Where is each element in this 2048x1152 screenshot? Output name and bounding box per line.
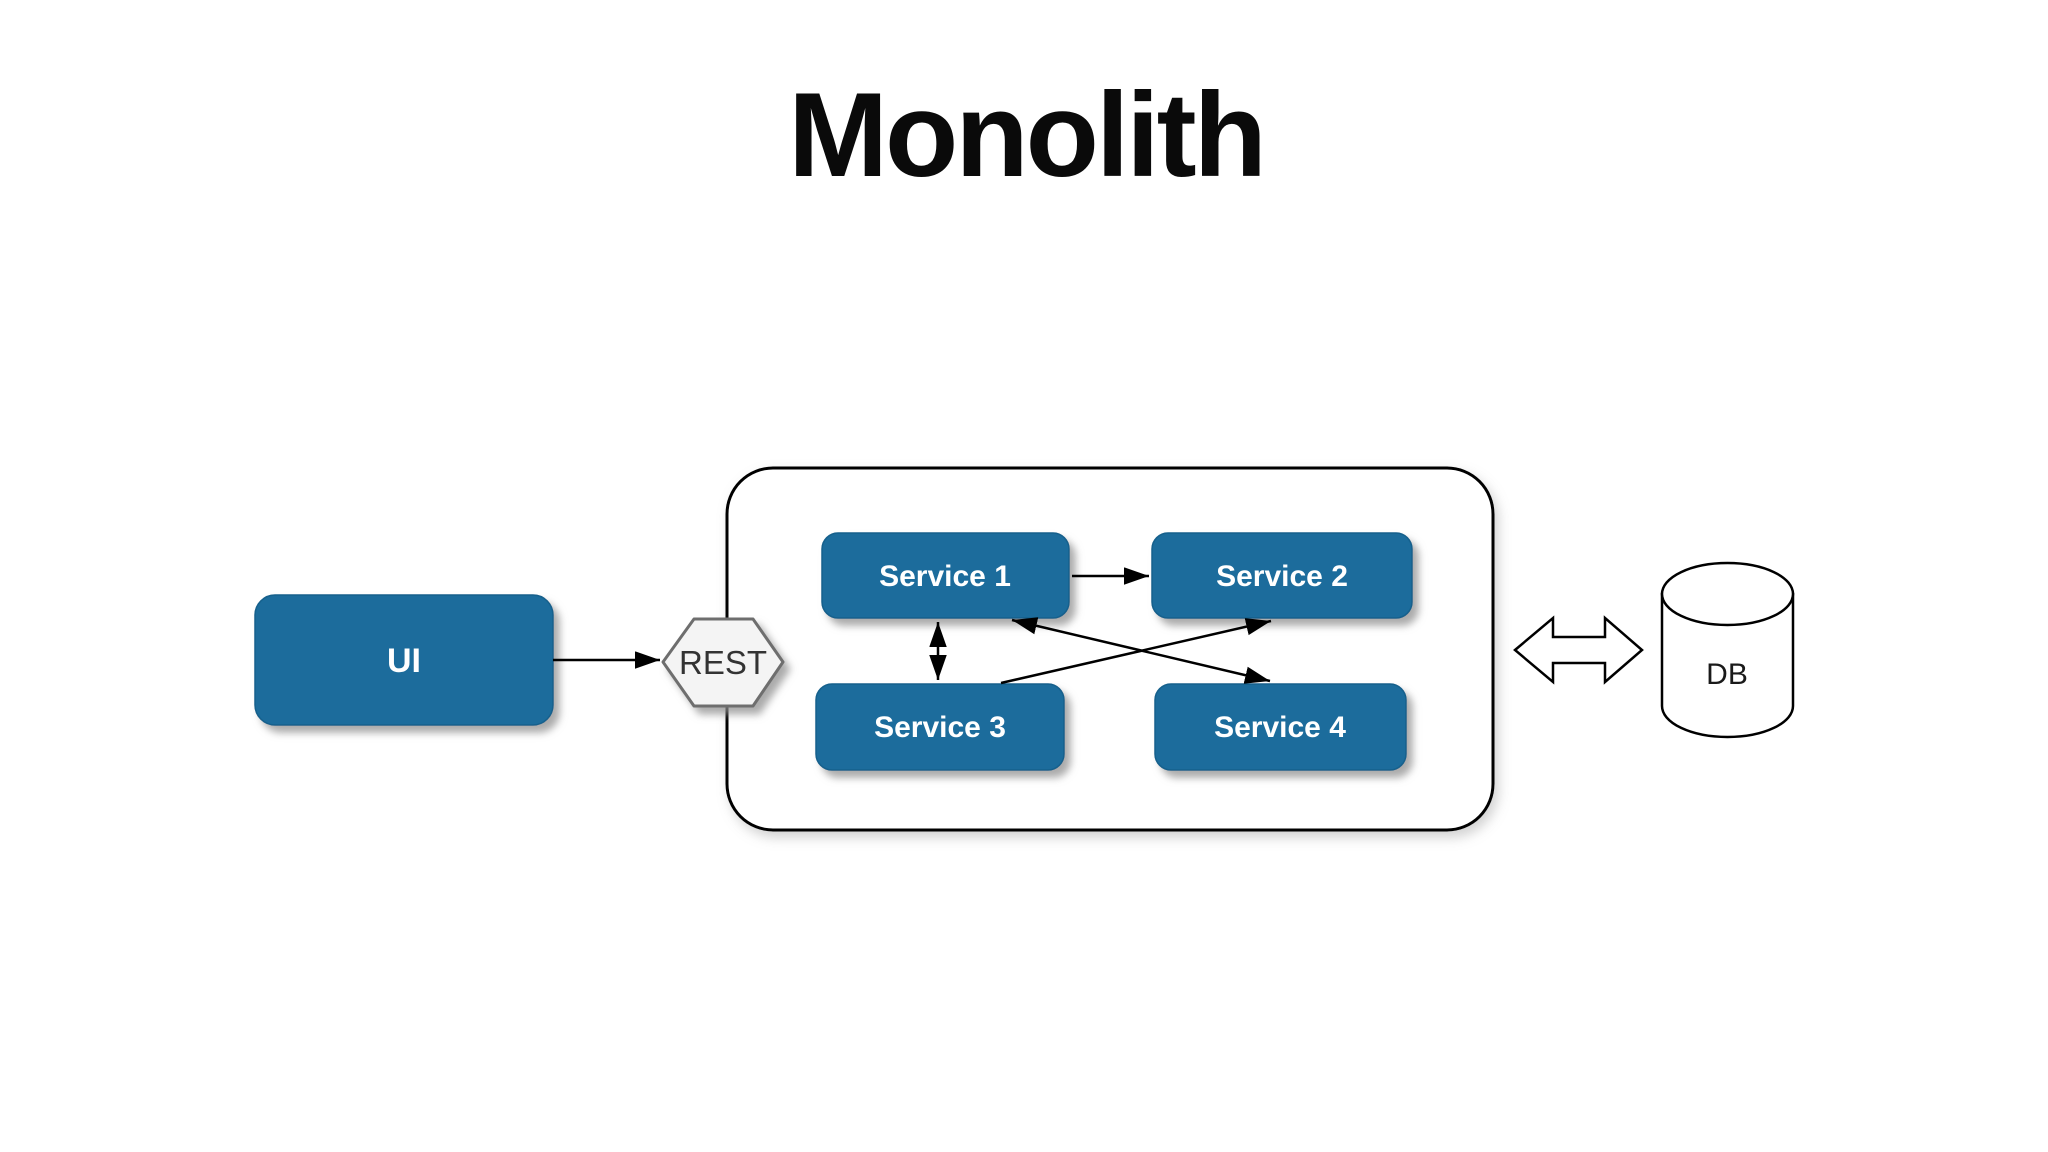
double-arrow-service1-service4 [1011, 617, 1271, 684]
container-db-double-arrow [1513, 615, 1644, 685]
slide-title: Monolith [788, 68, 1264, 202]
service-2-label: Service 2 [1216, 560, 1348, 593]
service-4-box [1154, 683, 1407, 771]
monolith-container [725, 466, 1495, 832]
service-4-label: Service 4 [1214, 711, 1346, 744]
service-3-box [815, 683, 1065, 771]
db-label: DB [1706, 658, 1748, 691]
rest-gateway-label: REST [679, 644, 767, 681]
service-2-box [1151, 532, 1413, 619]
service-3-label: Service 3 [874, 711, 1006, 744]
service-1-label: Service 1 [879, 560, 1011, 593]
db-cylinder-body [1660, 592, 1795, 739]
rest-gateway-shape [661, 617, 785, 708]
ui-box-label: UI [387, 642, 421, 680]
db-cylinder-top [1660, 561, 1795, 627]
service-1-box [821, 532, 1070, 619]
